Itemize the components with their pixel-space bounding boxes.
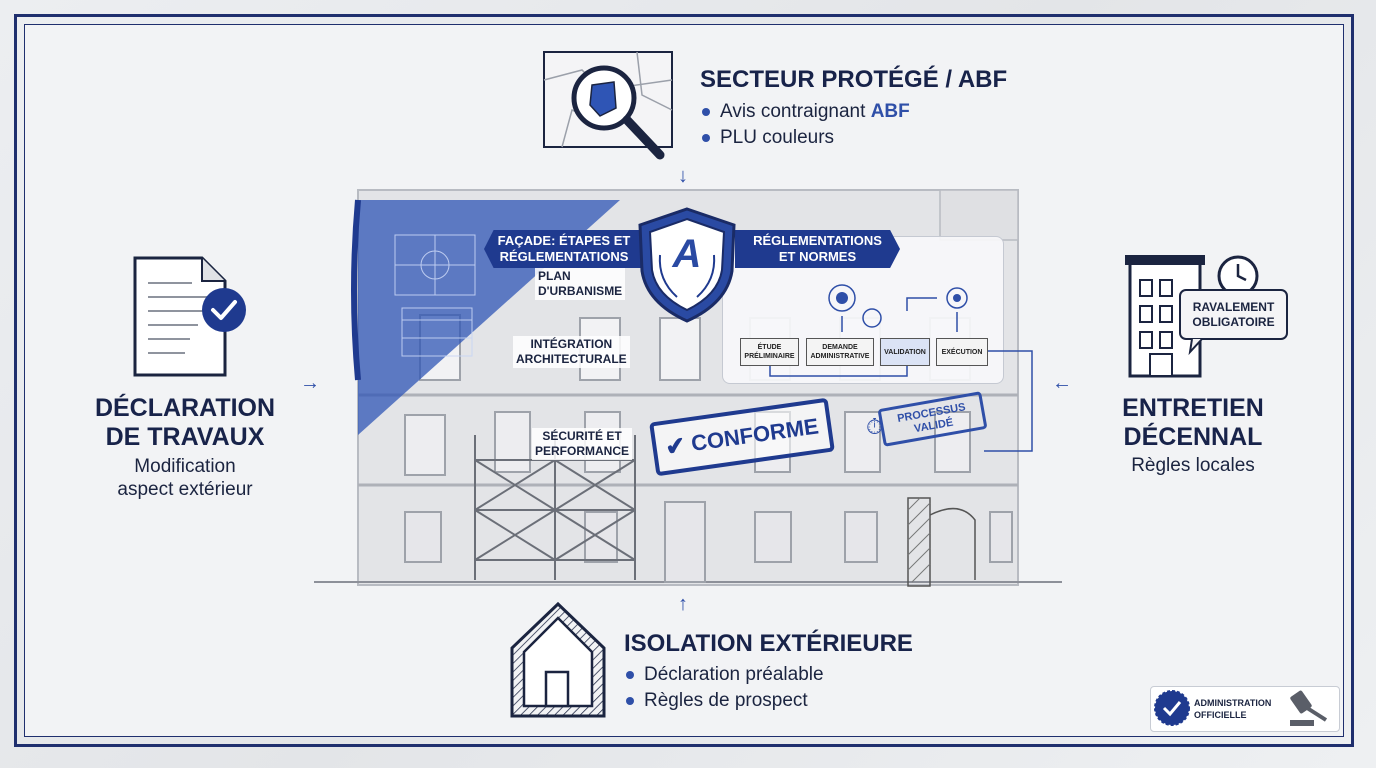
outer-frame [14, 14, 1354, 747]
bottom-bullet-2: Règles de prospect [624, 688, 824, 714]
map-magnifier-icon [543, 51, 673, 160]
top-bullet-2: PLU couleurs [700, 125, 910, 151]
arrow-left-icon: ← [1052, 372, 1072, 394]
document-check-icon [133, 256, 246, 377]
bottom-bullet-1: Déclaration préalable [624, 662, 824, 688]
insulated-house-icon [510, 601, 606, 718]
top-bullets: Avis contraignant ABF PLU couleurs [700, 99, 910, 151]
gavel-icon [1290, 690, 1328, 726]
arrow-down-icon: ↓ [678, 165, 688, 187]
process-connectors [769, 284, 1033, 452]
shield-emblem [638, 207, 736, 323]
check-icon: ✔ [663, 431, 688, 462]
right-subtitle: Règles locales [1131, 455, 1255, 476]
top-title: SECTEUR PROTÉGÉ / ABF [700, 66, 1008, 93]
process-step-validation: VALIDATION [880, 338, 930, 366]
building-illustration [314, 189, 1062, 587]
building-clock-icon [1125, 255, 1288, 378]
bottom-title: ISOLATION EXTÉRIEURE [624, 630, 913, 657]
arrow-right-icon: → [300, 372, 320, 394]
bottom-bullets: Déclaration préalable Règles de prospect [624, 662, 824, 714]
top-bullet-1: Avis contraignant ABF [700, 99, 910, 125]
seal-icon [1154, 690, 1190, 726]
stopwatch-icon: ⏱ [866, 414, 884, 439]
arrow-up-icon: ↑ [678, 593, 688, 615]
shield-letter: A [672, 232, 702, 276]
process-step-execution: EXÉCUTION [936, 338, 988, 366]
inner-frame [24, 24, 1344, 737]
